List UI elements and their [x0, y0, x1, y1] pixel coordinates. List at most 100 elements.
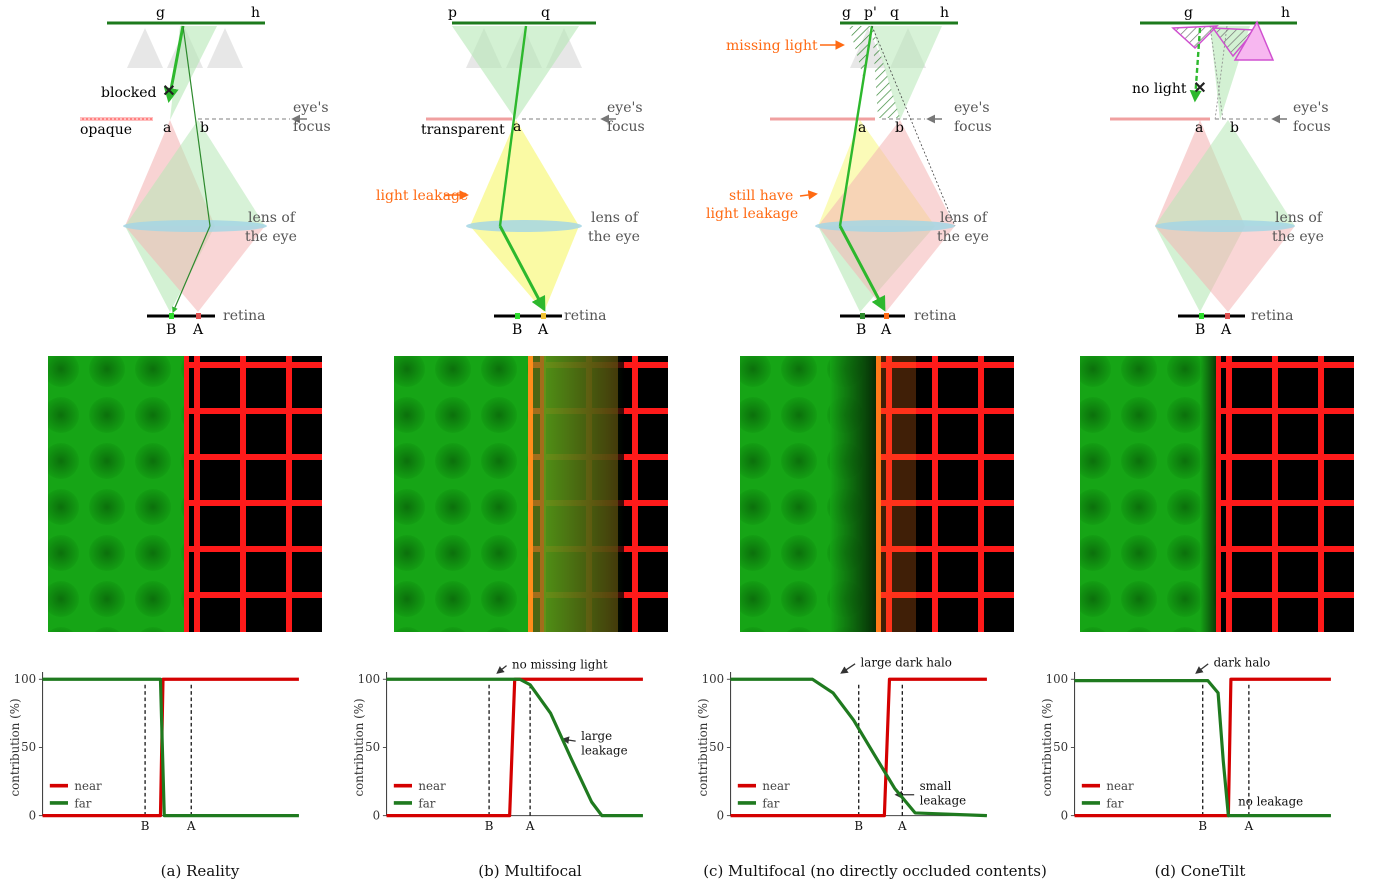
y-axis-label: contribution (%)	[1040, 698, 1054, 796]
svg-text:retina: retina	[914, 308, 956, 324]
render-conetilt	[1080, 356, 1354, 632]
svg-text:B: B	[856, 322, 866, 338]
svg-text:B: B	[166, 322, 176, 338]
caption-b: (b) Multifocal	[478, 862, 582, 880]
svg-text:lens of: lens of	[248, 210, 297, 226]
svg-text:lens of: lens of	[591, 210, 640, 226]
y-tick-label: 50	[1053, 740, 1068, 754]
svg-text:A: A	[192, 322, 204, 338]
legend-label-far: far	[1106, 796, 1123, 810]
series-far	[386, 677, 643, 818]
x-tick-label: B	[854, 819, 863, 833]
annot-dark-halo: dark halo	[1214, 656, 1271, 670]
svg-text:h: h	[940, 5, 949, 21]
svg-text:the eye: the eye	[1272, 229, 1324, 245]
svg-text:B: B	[1195, 322, 1205, 338]
svg-text:g: g	[842, 5, 851, 21]
svg-text:focus: focus	[1293, 119, 1331, 135]
x-tick-label: A	[186, 819, 196, 833]
series-far	[42, 677, 299, 818]
svg-text:lens of: lens of	[1275, 210, 1324, 226]
diagram-reality: ✕ g h blocked opaque a b eye's focus len…	[80, 5, 331, 338]
diagram-multifocal: p q transparent a light leakage eye's fo…	[376, 5, 645, 338]
svg-text:q: q	[541, 5, 550, 21]
svg-text:p': p'	[864, 5, 877, 21]
y-tick-label: 50	[21, 740, 36, 754]
x-tick-label: A	[1244, 819, 1254, 833]
svg-text:blocked: blocked	[101, 85, 156, 101]
legend-label-near: near	[418, 779, 446, 793]
diagram-conetilt: ✕ g h no light a b eye's focus lens of t…	[1110, 5, 1331, 338]
svg-text:the eye: the eye	[245, 229, 297, 245]
svg-text:b: b	[200, 120, 209, 136]
svg-text:a: a	[163, 120, 171, 136]
svg-text:g: g	[1184, 5, 1193, 21]
render-reality	[48, 356, 322, 632]
svg-text:h: h	[1281, 5, 1290, 21]
y-tick-label: 100	[702, 672, 725, 686]
y-axis-label: contribution (%)	[352, 698, 366, 796]
x-tick-label: A	[897, 819, 907, 833]
diagram-multifocal-no-occlusion: g p' q h missing light still have light …	[706, 5, 992, 338]
annot-large: large	[581, 729, 612, 743]
legend-label-near: near	[1106, 779, 1134, 793]
svg-text:focus: focus	[293, 119, 331, 135]
svg-text:A: A	[537, 322, 549, 338]
svg-text:light leakage: light leakage	[376, 188, 468, 204]
x-tick-label: B	[141, 819, 150, 833]
svg-text:missing light: missing light	[726, 38, 818, 54]
y-tick-label: 100	[14, 672, 37, 686]
svg-text:b: b	[1230, 120, 1239, 136]
legend-label-far: far	[762, 796, 779, 810]
svg-text:the eye: the eye	[588, 229, 640, 245]
y-tick-label: 50	[365, 740, 380, 754]
svg-text:retina: retina	[564, 308, 606, 324]
svg-text:the eye: the eye	[937, 229, 989, 245]
svg-text:✕: ✕	[1193, 78, 1206, 97]
render-multifocal-no-occlusion	[740, 356, 1014, 632]
annot-leakage-small: leakage	[920, 794, 967, 808]
svg-text:a: a	[1195, 120, 1203, 136]
svg-text:✕: ✕	[162, 81, 175, 100]
legend-label-far: far	[74, 796, 91, 810]
y-tick-label: 0	[1061, 808, 1069, 822]
svg-text:A: A	[880, 322, 892, 338]
svg-text:A: A	[1220, 322, 1232, 338]
svg-text:lens of: lens of	[940, 210, 989, 226]
annot-leakage: leakage	[581, 744, 628, 758]
y-tick-label: 100	[358, 672, 381, 686]
y-tick-label: 0	[29, 808, 37, 822]
series-near	[730, 677, 987, 818]
x-tick-label: B	[1198, 819, 1207, 833]
series-near	[42, 677, 299, 818]
svg-text:a: a	[858, 120, 866, 136]
svg-text:opaque: opaque	[80, 122, 132, 138]
svg-text:eye's: eye's	[954, 100, 990, 116]
legend-label-near: near	[762, 779, 790, 793]
svg-text:retina: retina	[1251, 308, 1293, 324]
svg-text:a: a	[513, 119, 521, 135]
y-tick-label: 0	[373, 808, 381, 822]
render-multifocal	[394, 356, 668, 632]
svg-text:g: g	[156, 5, 165, 21]
legend-label-far: far	[418, 796, 435, 810]
x-tick-label: B	[485, 819, 494, 833]
series-near	[1074, 677, 1331, 818]
svg-text:no light: no light	[1132, 81, 1187, 97]
y-axis-label: contribution (%)	[8, 698, 22, 796]
annot-small: small	[920, 779, 952, 793]
y-tick-label: 100	[1046, 672, 1069, 686]
svg-text:eye's: eye's	[607, 100, 643, 116]
svg-text:still have: still have	[729, 188, 793, 204]
caption-d: (d) ConeTilt	[1154, 862, 1246, 880]
svg-text:light leakage: light leakage	[706, 206, 798, 222]
plot-conetilt: dark halo no leakage 050100contribution …	[1040, 656, 1331, 833]
svg-text:p: p	[448, 5, 457, 21]
annot-no-missing-light: no missing light	[512, 657, 608, 671]
plot-multifocal-no-occlusion: large dark halo small leakage 050100cont…	[696, 656, 987, 833]
svg-text:eye's: eye's	[1293, 100, 1329, 116]
series-far	[1074, 679, 1331, 818]
y-tick-label: 0	[717, 808, 725, 822]
caption-c: (c) Multifocal (no directly occluded con…	[703, 862, 1047, 880]
